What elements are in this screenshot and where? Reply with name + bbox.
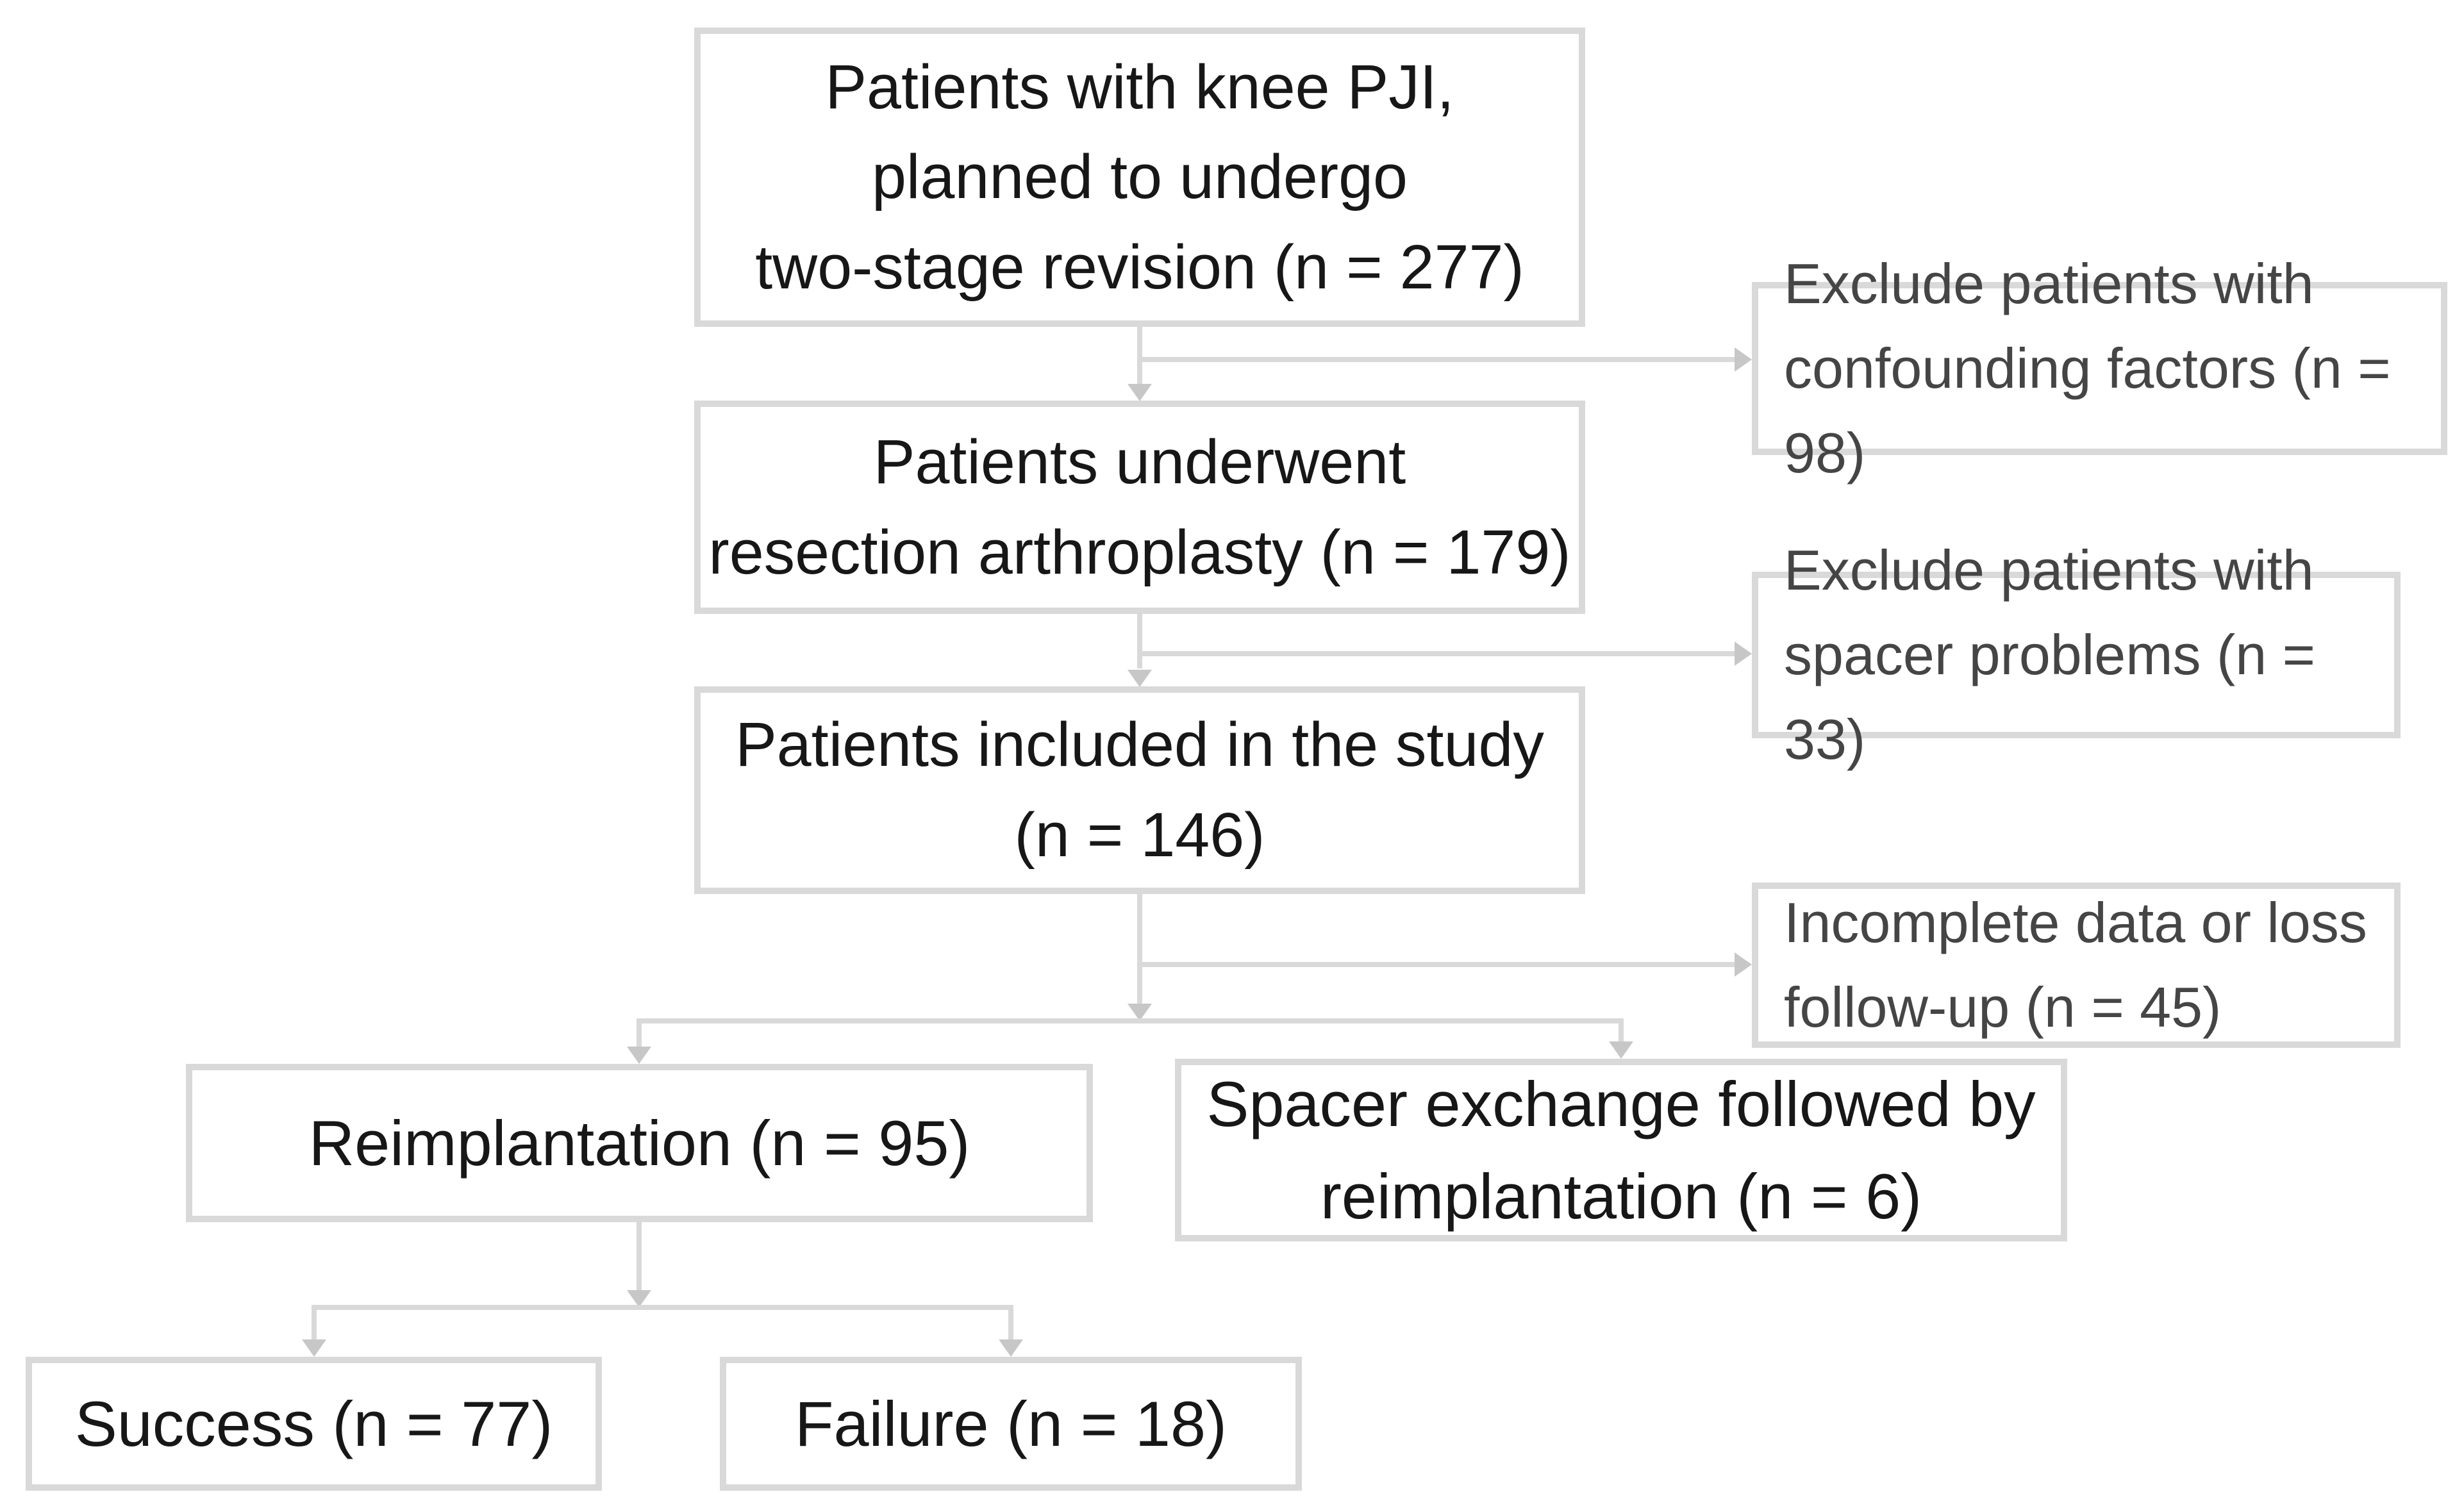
connector-enrollment-to-resection: [1137, 327, 1142, 386]
arrowhead-down-included-icon: [1128, 670, 1152, 687]
box-exclude-confounding-label: Exclude patients with confounding factor…: [1784, 252, 2391, 485]
connector-branch-incomplete-data: [1140, 962, 1735, 967]
connector-splitbar2-to-success: [312, 1305, 317, 1340]
box-incomplete-data-loss-followup: Incomplete data or loss follow-up (n = 4…: [1752, 882, 2401, 1048]
arrowhead-down-spacer-exchange-icon: [1609, 1041, 1633, 1059]
box-resection-arthroplasty: Patients underwent resection arthroplast…: [694, 401, 1585, 614]
box-exclude-spacer-problems-label: Exclude patients with spacer problems (n…: [1784, 538, 2316, 771]
connector-splitbar1-to-spacer-exchange: [1619, 1018, 1624, 1041]
box-success-label: Success (n = 77): [74, 1388, 553, 1459]
box-success: Success (n = 77): [26, 1357, 602, 1491]
box-included-in-study-label: Patients included in the study (n = 146): [735, 709, 1544, 870]
box-failure: Failure (n = 18): [720, 1357, 1302, 1491]
box-exclude-confounding: Exclude patients with confounding factor…: [1752, 252, 2447, 485]
box-enrollment-label: Patients with knee PJI, planned to under…: [755, 51, 1524, 302]
arrowhead-right-incomplete-data-icon: [1735, 952, 1752, 977]
arrowhead-down-success-icon: [302, 1339, 326, 1357]
box-reimplantation-label: Reimplantation (n = 95): [308, 1107, 970, 1179]
connector-splitbar2-to-failure: [1008, 1305, 1013, 1340]
box-enrollment: Patients with knee PJI, planned to under…: [694, 28, 1585, 327]
box-exclude-spacer-problems: Exclude patients with spacer problems (n…: [1752, 538, 2401, 771]
connector-included-to-split: [1137, 894, 1142, 1004]
connector-splitbar-1: [637, 1018, 1624, 1023]
box-incomplete-data-loss-followup-label: Incomplete data or loss follow-up (n = 4…: [1784, 891, 2367, 1039]
box-spacer-exchange: Spacer exchange followed by reimplantati…: [1175, 1059, 2067, 1241]
arrowhead-down-resection-icon: [1128, 384, 1152, 401]
box-reimplantation: Reimplantation (n = 95): [186, 1064, 1093, 1222]
box-included-in-study: Patients included in the study (n = 146): [694, 686, 1585, 894]
arrowhead-down-splitbar-icon: [1128, 1004, 1152, 1021]
connector-branch-exclude-confounding: [1140, 357, 1735, 362]
connector-resection-to-included: [1137, 614, 1142, 668]
box-resection-arthroplasty-label: Patients underwent resection arthroplast…: [708, 426, 1571, 587]
arrowhead-right-exclude-spacer-icon: [1735, 642, 1752, 666]
connector-branch-exclude-spacer: [1140, 651, 1735, 656]
connector-splitbar1-to-reimplantation: [637, 1018, 642, 1047]
arrowhead-right-exclude-confounding-icon: [1735, 347, 1752, 372]
connector-splitbar-2: [312, 1305, 1013, 1310]
connector-reimplantation-to-split: [637, 1222, 642, 1291]
arrowhead-down-splitbar2-icon: [627, 1290, 651, 1307]
arrowhead-down-reimplantation-icon: [627, 1047, 651, 1064]
box-failure-label: Failure (n = 18): [794, 1388, 1228, 1459]
arrowhead-down-failure-icon: [999, 1339, 1023, 1357]
box-spacer-exchange-label: Spacer exchange followed by reimplantati…: [1206, 1068, 2036, 1232]
